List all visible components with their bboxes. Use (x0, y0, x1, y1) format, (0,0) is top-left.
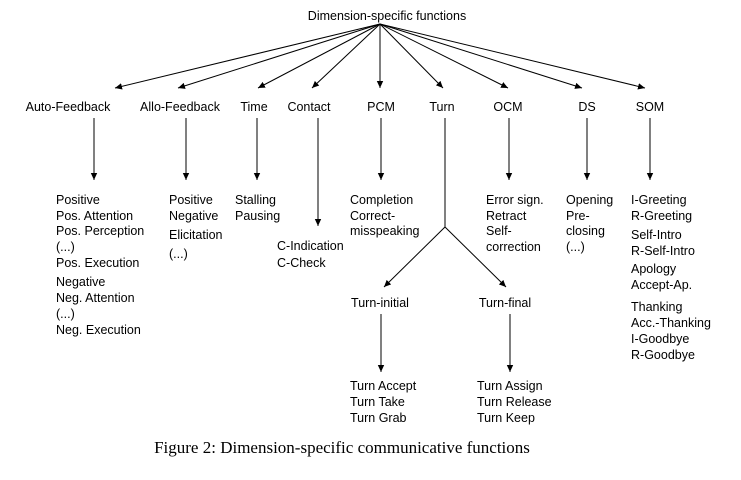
ds-function-item: closing (566, 224, 605, 238)
turn-final-function-item: Turn Keep (477, 411, 535, 425)
auto-feedback-function-item: Neg. Attention (56, 291, 135, 305)
allo-feedback-function-item: Positive (169, 193, 213, 207)
dimension-allo-feedback: Allo-Feedback (140, 100, 221, 114)
pcm-function-item: misspeaking (350, 224, 420, 238)
edge-root-auto-feedback (114, 23, 381, 90)
turn-initial-function-item: Turn Take (350, 395, 405, 409)
root-edges (114, 23, 646, 90)
ocm-function-item: Self- (486, 224, 512, 238)
edge-root-turn (379, 23, 444, 89)
time-function-item: Stalling (235, 193, 276, 207)
dimension-ds: DS (578, 100, 595, 114)
auto-feedback-function-item: (...) (56, 307, 75, 321)
dimension-ocm: OCM (493, 100, 522, 114)
som-function-item: R-Greeting (631, 209, 692, 223)
pcm-function-item: Correct- (350, 209, 395, 223)
ds-function-item: Opening (566, 193, 613, 207)
allo-feedback-function-item: Elicitation (169, 228, 223, 242)
edge-root-som (379, 23, 646, 90)
edge-turn-final (444, 226, 507, 288)
auto-feedback-function-item: Pos. Perception (56, 224, 144, 238)
ocm-function-item: Retract (486, 209, 527, 223)
dimension-edges (90, 118, 654, 372)
auto-feedback-function-item: (...) (56, 240, 75, 254)
edge-root-allo-feedback (177, 23, 381, 89)
som-function-item: Acc.-Thanking (631, 316, 711, 330)
auto-feedback-function-item: Neg. Execution (56, 323, 141, 337)
dimension-time: Time (240, 100, 267, 114)
som-function-item: Accept-Ap. (631, 278, 692, 292)
turn-final-function-item: Turn Assign (477, 379, 543, 393)
ocm-function-item: correction (486, 240, 541, 254)
auto-feedback-function-item: Pos. Attention (56, 209, 133, 223)
dimension-auto-feedback: Auto-Feedback (26, 100, 112, 114)
ds-function-item: Pre- (566, 209, 590, 223)
som-function-item: I-Goodbye (631, 332, 689, 346)
turn-final-label: Turn-final (479, 296, 531, 310)
dimension-turn: Turn (429, 100, 454, 114)
auto-feedback-function-item: Positive (56, 193, 100, 207)
allo-feedback-function-item: Negative (169, 209, 218, 223)
ds-function-item: (...) (566, 240, 585, 254)
dimension-pcm: PCM (367, 100, 395, 114)
som-function-item: Thanking (631, 300, 682, 314)
edge-root-ocm (379, 23, 509, 89)
dimension-som: SOM (636, 100, 664, 114)
som-function-item: Self-Intro (631, 228, 682, 242)
figure-caption: Figure 2: Dimension-specific communicati… (154, 438, 530, 457)
turn-initial-function-item: Turn Accept (350, 379, 417, 393)
ocm-function-item: Error sign. (486, 193, 544, 207)
auto-feedback-function-item: Pos. Execution (56, 256, 139, 270)
edge-root-time (257, 23, 381, 89)
dimension-contact: Contact (287, 100, 331, 114)
som-function-item: Apology (631, 262, 677, 276)
turn-initial-label: Turn-initial (351, 296, 409, 310)
turn-final-function-item: Turn Release (477, 395, 552, 409)
turn-initial-function-item: Turn Grab (350, 411, 407, 425)
auto-feedback-function-item: Negative (56, 275, 105, 289)
edge-root-ds (379, 23, 583, 89)
pcm-function-item: Completion (350, 193, 413, 207)
edge-turn-initial (383, 226, 446, 288)
allo-feedback-function-item: (...) (169, 247, 188, 261)
som-function-item: R-Goodbye (631, 348, 695, 362)
som-function-item: R-Self-Intro (631, 244, 695, 258)
time-function-item: Pausing (235, 209, 280, 223)
contact-function-item: C-Check (277, 256, 326, 270)
som-function-item: I-Greeting (631, 193, 687, 207)
contact-function-item: C-Indication (277, 239, 344, 253)
edge-root-contact (311, 23, 381, 89)
root-label: Dimension-specific functions (308, 9, 466, 23)
